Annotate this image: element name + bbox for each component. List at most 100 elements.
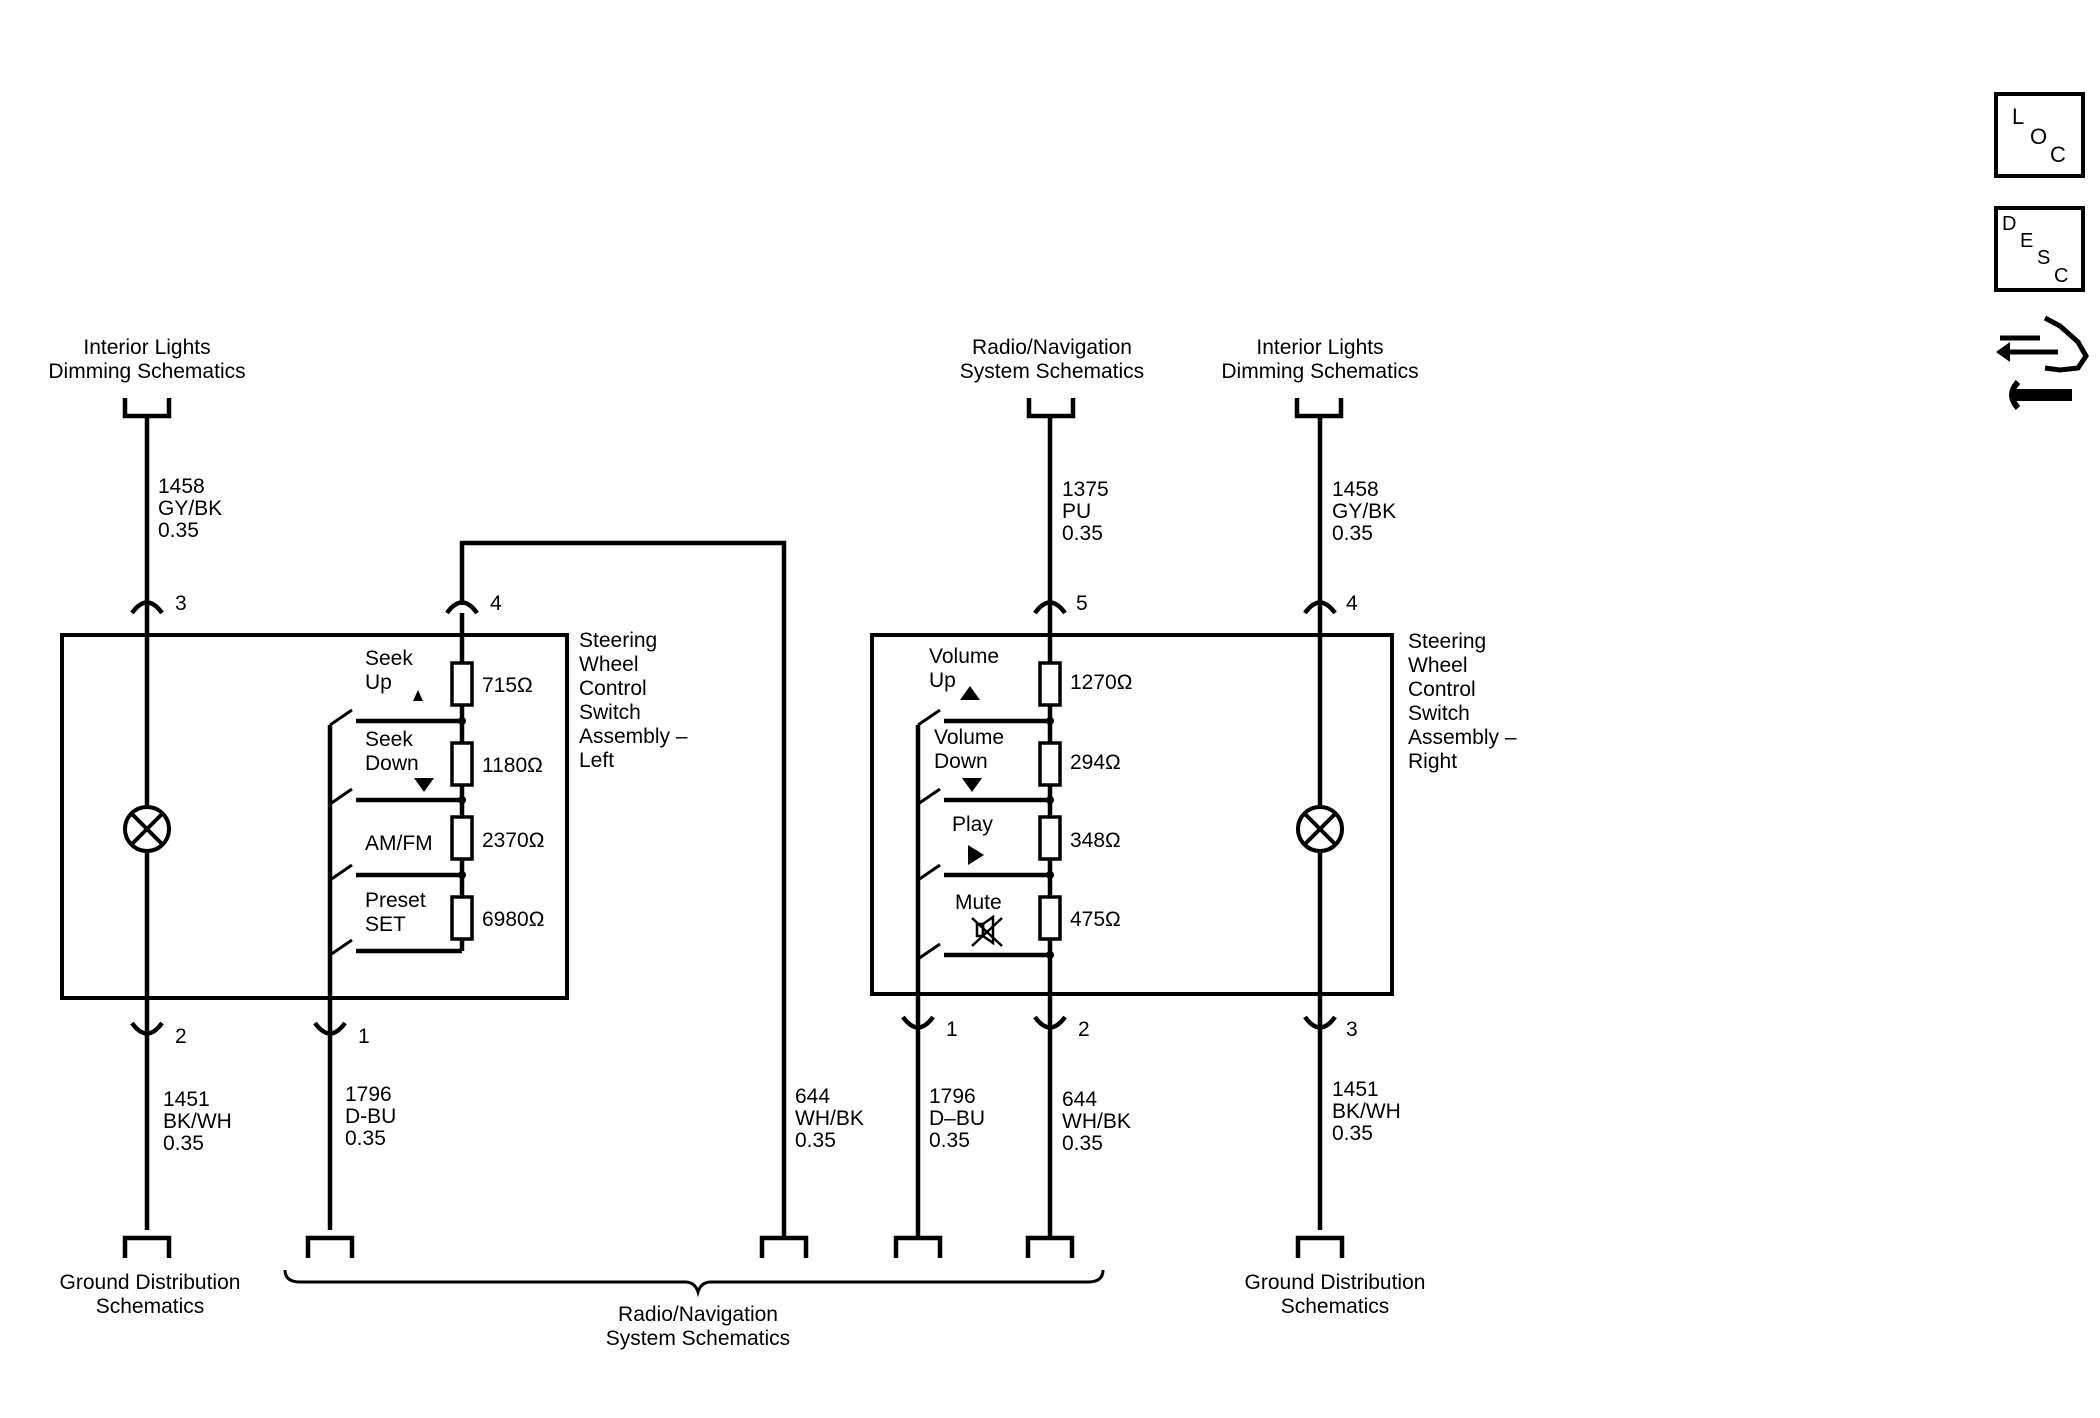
ref-bracket-top-left xyxy=(122,398,172,419)
wire-label-1451-left: 1451 BK/WH 0.35 xyxy=(163,1088,232,1155)
switch-blade-play[interactable] xyxy=(917,863,941,882)
svg-text:Down: Down xyxy=(365,752,419,775)
svg-text:Right: Right xyxy=(1408,750,1457,773)
connector-repair-icon[interactable] xyxy=(1996,315,2089,411)
svg-text:BK/WH: BK/WH xyxy=(1332,1100,1401,1123)
desc-icon[interactable]: D E S C xyxy=(1994,206,2085,292)
switch-blade-volume-up[interactable] xyxy=(917,708,941,727)
resistance-label: 6980Ω xyxy=(482,908,544,931)
svg-text:O: O xyxy=(2030,124,2047,149)
switch-blade-preset-set[interactable] xyxy=(329,938,353,957)
left-assembly-name: Steering Wheel Control Switch Assembly –… xyxy=(579,629,688,772)
switch-blade-mute[interactable] xyxy=(917,942,941,961)
svg-text:System Schematics: System Schematics xyxy=(960,360,1144,383)
svg-text:BK/WH: BK/WH xyxy=(163,1110,232,1133)
ref-bracket-bottom xyxy=(122,1235,172,1258)
svg-text:Radio/Navigation: Radio/Navigation xyxy=(972,336,1132,359)
svg-text:D-BU: D-BU xyxy=(345,1105,396,1128)
ref-bracket-top-mid xyxy=(1026,398,1076,419)
wire-label-1458-right: 1458 GY/BK 0.35 xyxy=(1332,478,1396,545)
svg-text:C: C xyxy=(2050,142,2066,167)
loc-icon[interactable]: L O C xyxy=(1994,92,2085,178)
switch-blade-seek-up[interactable] xyxy=(329,708,353,727)
svg-text:0.35: 0.35 xyxy=(929,1129,970,1152)
connector-pin-4-left xyxy=(445,600,479,615)
connector-pin-3-left xyxy=(130,600,164,615)
triangle-up-icon xyxy=(960,686,980,700)
switch-label-play: Play xyxy=(952,813,993,836)
svg-text:Left: Left xyxy=(579,749,614,772)
svg-text:Interior Lights: Interior Lights xyxy=(83,336,210,359)
switch-blade-volume-down[interactable] xyxy=(917,787,941,806)
triangle-up-icon xyxy=(413,690,423,701)
svg-text:0.35: 0.35 xyxy=(158,519,199,542)
speaker-muted-icon xyxy=(971,914,1003,947)
svg-text:Interior Lights: Interior Lights xyxy=(1256,336,1383,359)
ref-bottom-radio-nav[interactable]: Radio/Navigation System Schematics xyxy=(606,1303,790,1350)
group-brace xyxy=(283,1269,1105,1298)
triangle-right-icon xyxy=(968,845,984,865)
switch-label-mute: Mute xyxy=(955,891,1002,914)
pin-label: 4 xyxy=(1346,592,1358,615)
svg-text:0.35: 0.35 xyxy=(795,1129,836,1152)
ref-bottom-ground-right[interactable]: Ground Distribution Schematics xyxy=(1245,1271,1426,1318)
svg-text:D: D xyxy=(2002,213,2016,235)
switch-blade-seek-down[interactable] xyxy=(329,787,353,806)
svg-text:Volume: Volume xyxy=(929,645,999,668)
resistance-label: 294Ω xyxy=(1070,751,1121,774)
junction-dot xyxy=(458,717,466,725)
ref-bracket-bottom xyxy=(1025,1235,1075,1258)
resistor-348 xyxy=(1038,815,1062,861)
svg-text:PU: PU xyxy=(1062,500,1091,523)
connector-pin-2-right xyxy=(1033,1015,1067,1030)
connector-pin-2-left xyxy=(130,1021,164,1036)
wire-label-644-mid: 644 WH/BK 0.35 xyxy=(795,1085,864,1152)
ref-bracket-top-right xyxy=(1294,398,1344,419)
resistor-475 xyxy=(1038,895,1062,941)
svg-text:1458: 1458 xyxy=(158,475,205,498)
wire-label-1375: 1375 PU 0.35 xyxy=(1062,478,1109,545)
pin-label: 5 xyxy=(1076,592,1088,615)
svg-text:Ground Distribution: Ground Distribution xyxy=(60,1271,241,1294)
svg-text:Steering: Steering xyxy=(1408,630,1486,653)
ref-bottom-ground-left[interactable]: Ground Distribution Schematics xyxy=(60,1271,241,1318)
switch-blade-am-fm[interactable] xyxy=(329,863,353,882)
svg-text:1796: 1796 xyxy=(345,1083,392,1106)
resistance-label: 2370Ω xyxy=(482,829,544,852)
junction-dot xyxy=(458,871,466,879)
triangle-down-icon xyxy=(962,778,982,792)
wire-644-left-loop[interactable] xyxy=(459,540,787,1240)
right-assembly-name: Steering Wheel Control Switch Assembly –… xyxy=(1408,630,1517,773)
svg-text:Volume: Volume xyxy=(934,726,1004,749)
ref-top-radio-nav[interactable]: Radio/Navigation System Schematics xyxy=(960,336,1144,383)
svg-text:Dimming Schematics: Dimming Schematics xyxy=(48,360,245,383)
junction-dot xyxy=(1046,796,1054,804)
svg-text:Schematics: Schematics xyxy=(1281,1295,1390,1318)
resistance-label: 348Ω xyxy=(1070,829,1121,852)
pin-label: 4 xyxy=(490,592,502,615)
lamp-left xyxy=(123,805,171,853)
svg-text:Down: Down xyxy=(934,750,988,773)
wire-label-1796-left: 1796 D-BU 0.35 xyxy=(345,1083,396,1150)
junction-dot xyxy=(1046,717,1054,725)
svg-text:Control: Control xyxy=(1408,678,1476,701)
svg-text:0.35: 0.35 xyxy=(345,1127,386,1150)
svg-text:C: C xyxy=(2054,265,2068,287)
resistance-label: 1180Ω xyxy=(482,754,543,777)
ref-top-left[interactable]: Interior Lights Dimming Schematics xyxy=(48,336,245,383)
pin-label: 2 xyxy=(1078,1018,1090,1041)
svg-text:Preset: Preset xyxy=(365,889,426,912)
svg-text:WH/BK: WH/BK xyxy=(795,1107,864,1130)
svg-text:0.35: 0.35 xyxy=(1332,522,1373,545)
ref-top-right[interactable]: Interior Lights Dimming Schematics xyxy=(1221,336,1418,383)
svg-text:SET: SET xyxy=(365,913,406,936)
svg-text:0.35: 0.35 xyxy=(1062,522,1103,545)
svg-text:1375: 1375 xyxy=(1062,478,1109,501)
svg-text:Switch: Switch xyxy=(579,701,641,724)
resistance-label: 715Ω xyxy=(482,674,533,697)
switch-label-am-fm: AM/FM xyxy=(365,832,433,855)
svg-text:Up: Up xyxy=(365,671,392,694)
pin-label: 1 xyxy=(946,1018,958,1041)
pin-label: 1 xyxy=(358,1025,370,1048)
lamp-right xyxy=(1296,805,1344,853)
